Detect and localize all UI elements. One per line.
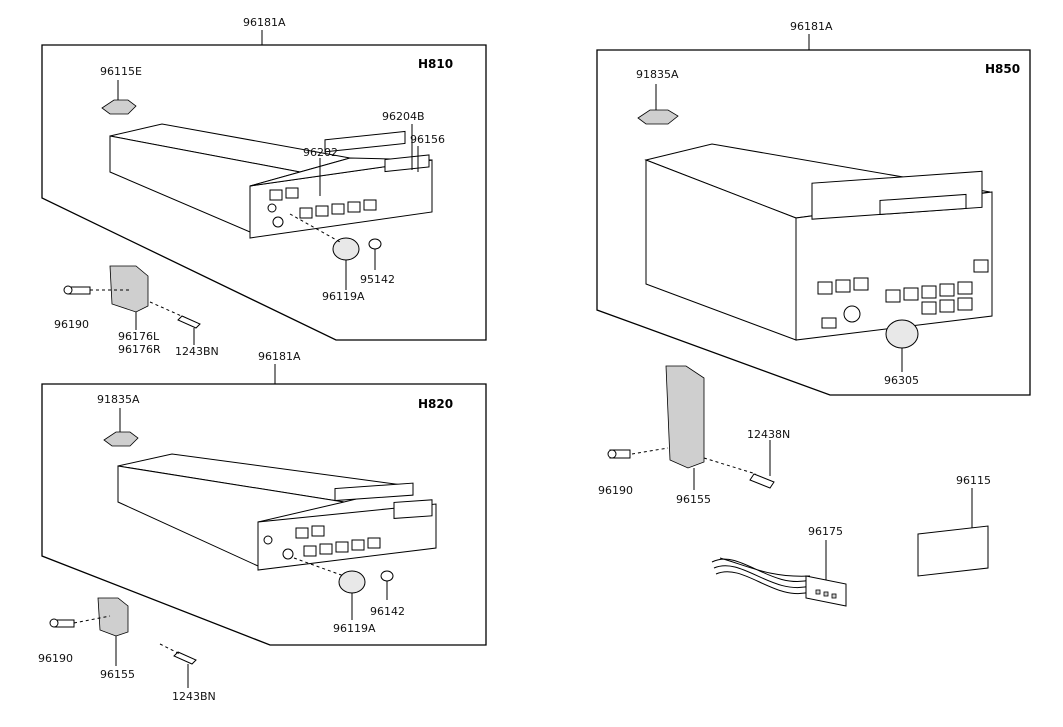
h820-screw-label: 96190	[38, 652, 73, 665]
h810-cassette-button-label: 96204B	[382, 110, 425, 123]
h850-radio-unit	[644, 143, 993, 341]
h810-model-label: H810	[418, 57, 453, 71]
h850-card-label: 96115	[956, 474, 991, 487]
h850-tapping-screw	[749, 473, 775, 489]
h810-tuner-button-label: 96202	[303, 146, 338, 159]
panel-h820: 96181A H820 91835A 96142 96119A	[41, 350, 487, 646]
panel-h810: 96181A H810 96115E 96204B	[41, 16, 487, 341]
h810-assembly-label: 96181A	[243, 16, 286, 29]
h810-small-knob-label: 95142	[360, 273, 395, 286]
h850-side-bracket-label: 96155	[676, 493, 711, 506]
h850-card	[917, 525, 989, 577]
h820-small-knob	[380, 570, 394, 582]
h850-frame	[596, 49, 1031, 396]
h810-frame	[41, 44, 487, 341]
h820-small-knob-label: 96142	[370, 605, 405, 618]
h850-bracket-clip	[637, 109, 679, 125]
h850-tapping-screw-label: 12438N	[747, 428, 790, 441]
h850-external-parts: 96190 96155 12438N 96175 96115	[598, 365, 991, 607]
h820-external-parts: 96190 96155 1243BN	[38, 597, 216, 703]
h820-side-bracket-label: 96155	[100, 668, 135, 681]
h820-assembly-label: 96181A	[258, 350, 301, 363]
h850-assembly-label: 96181A	[790, 20, 833, 33]
h810-tapping-screw-label: 1243BN	[175, 345, 219, 358]
h820-tapping-screw	[173, 651, 197, 665]
h810-side-bracket	[109, 265, 149, 313]
h810-side-bracket-r-label: 96176R	[118, 343, 161, 356]
h810-large-knob-label: 96119A	[322, 290, 365, 303]
h810-tapping-screw	[177, 315, 201, 329]
h850-large-knob	[885, 319, 919, 349]
h810-eject-button-label: 96156	[410, 133, 445, 146]
h820-side-bracket	[97, 597, 129, 637]
h810-bracket-clip-label: 96115E	[100, 65, 142, 78]
panel-h850: 96181A H850 91835A	[596, 20, 1031, 396]
h850-large-knob-label: 96305	[884, 374, 919, 387]
h850-model-label: H850	[985, 62, 1020, 76]
h820-bracket-clip-label: 91835A	[97, 393, 140, 406]
h810-screw-label: 96190	[54, 318, 89, 331]
h850-wiring-harness	[711, 557, 847, 607]
h810-small-knob	[368, 238, 382, 250]
h850-side-bracket	[665, 365, 705, 469]
h850-screw-label: 96190	[598, 484, 633, 497]
h810-radio-unit	[109, 123, 433, 239]
h820-bracket-clip	[103, 431, 139, 447]
h820-model-label: H820	[418, 397, 453, 411]
h810-large-knob	[332, 237, 360, 261]
h820-frame	[41, 383, 487, 646]
h810-external-parts: 96190 96176L 96176R 1243BN	[54, 265, 219, 358]
h850-bracket-clip-label: 91835A	[636, 68, 679, 81]
h810-bracket-clip	[101, 99, 137, 115]
h820-radio-unit	[117, 453, 437, 571]
h820-large-knob-label: 96119A	[333, 622, 376, 635]
h820-tapping-screw-label: 1243BN	[172, 690, 216, 703]
h850-wiring-harness-label: 96175	[808, 525, 843, 538]
h810-side-bracket-l-label: 96176L	[118, 330, 160, 343]
h820-large-knob	[338, 570, 366, 594]
